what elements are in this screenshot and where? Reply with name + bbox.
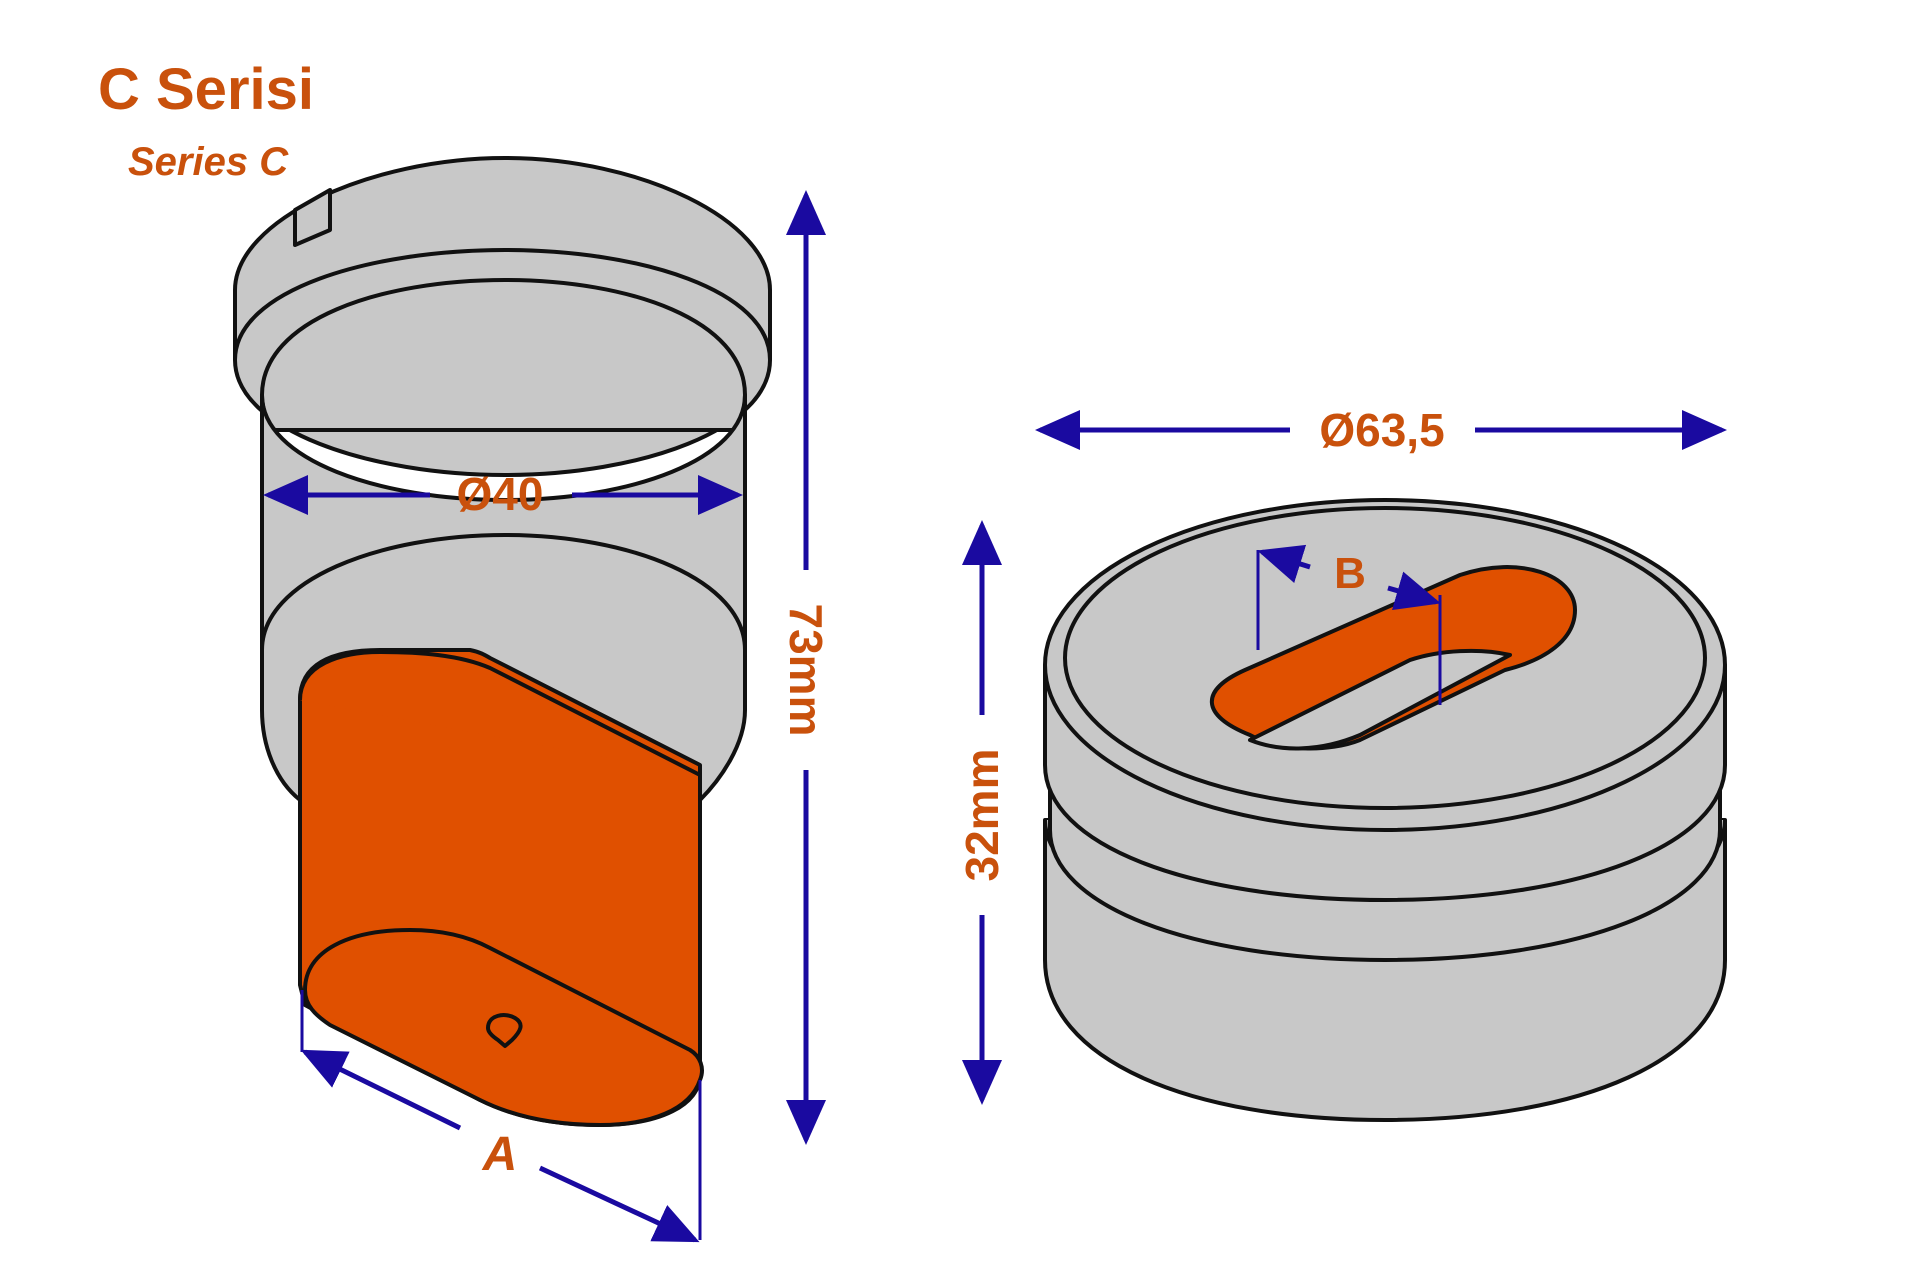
die-slot-inner xyxy=(1248,648,1512,751)
die xyxy=(1043,498,1727,1122)
punch-length-label: 73mm xyxy=(780,604,832,737)
punch-collar xyxy=(260,278,747,432)
die-slot xyxy=(1209,565,1577,751)
punch-width-line-left xyxy=(300,1049,462,1131)
die-slot-line-right xyxy=(1387,571,1441,610)
dimension-lines xyxy=(263,190,1727,1243)
die-top-inner xyxy=(1063,506,1707,810)
punch-width-label: A xyxy=(482,1128,518,1181)
die-diameter-label: Ø63,5 xyxy=(1319,404,1444,456)
die-height-label: 32mm xyxy=(956,749,1008,882)
punch-diameter-label: Ø40 xyxy=(457,468,544,520)
punch-head-ring xyxy=(233,248,772,361)
title: C Serisi xyxy=(98,57,314,122)
punch-width-line-right xyxy=(538,1165,700,1243)
die-slot-line-left xyxy=(1257,544,1311,584)
punch-key-notch xyxy=(293,188,332,247)
punch xyxy=(233,156,772,1127)
die-slot-label: B xyxy=(1334,549,1366,598)
punch-pilot-hole xyxy=(486,1013,523,1048)
punch-blade-top xyxy=(298,650,701,777)
subtitle: Series C xyxy=(128,140,289,184)
